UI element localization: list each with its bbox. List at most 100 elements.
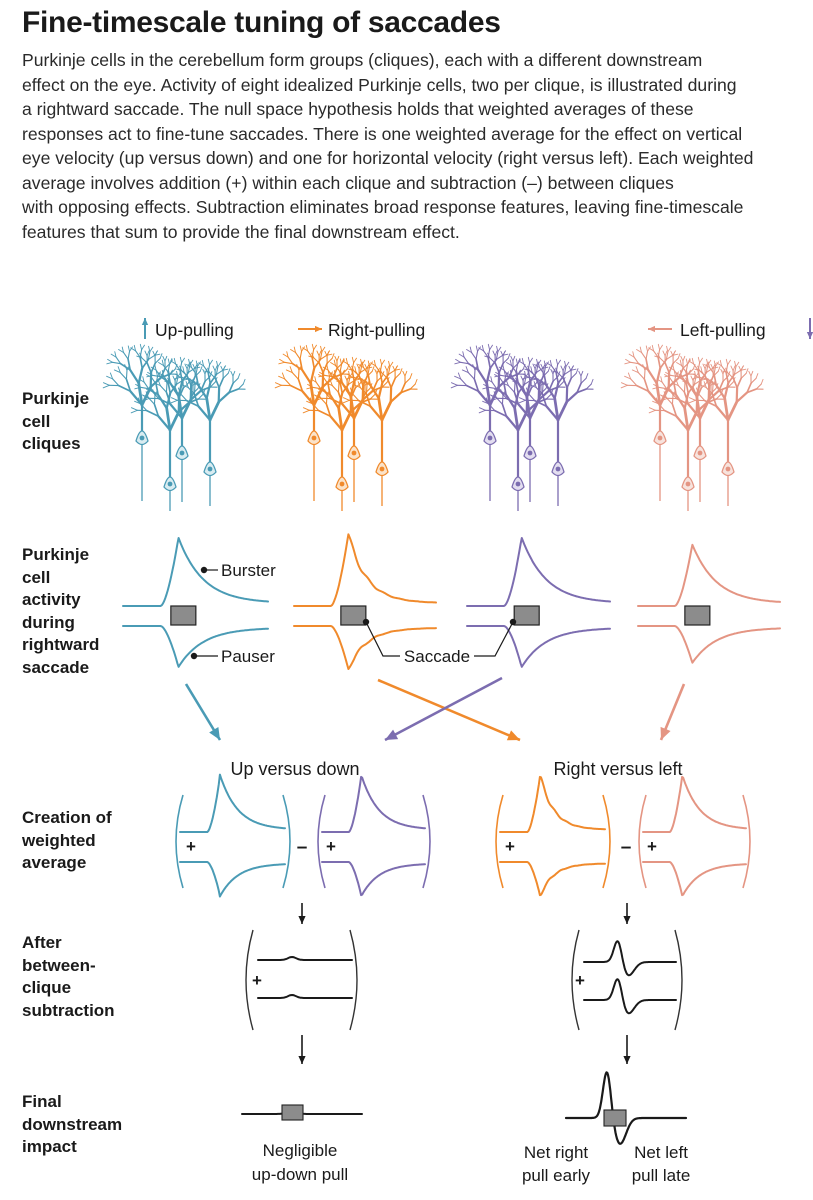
dendrite [305,344,309,352]
dendrite [512,355,516,362]
dendrite [693,373,699,378]
dendrite [658,403,666,412]
dendrite [143,381,150,390]
dendrite [550,368,554,375]
dendrite [198,362,205,367]
dendrite [455,358,461,363]
dendrite [308,355,315,359]
dendrite [580,370,584,377]
dendrite [414,378,418,385]
dendrite [232,377,239,384]
dendrite [627,372,632,380]
dendrite [306,400,314,405]
dendrite [475,358,479,371]
dendrite [404,377,411,384]
dendrite [161,359,164,366]
dendrite [661,381,668,390]
dendrite [218,377,224,389]
saccade-box [281,1104,304,1121]
dendrite [526,368,533,373]
dendrite [673,375,677,385]
dendrite [566,377,572,389]
dendrite [655,397,660,405]
vertical-outcome-line: Negligible [263,1141,338,1160]
dendrite [665,351,669,360]
dendrite [409,383,416,390]
dendrite [560,365,564,372]
dendrite [342,399,350,404]
dendrite [546,362,553,367]
saccade-box [513,605,540,626]
dendrite [359,387,367,395]
dendrite [174,390,182,395]
dendrite [505,415,520,432]
dendrite [706,392,712,404]
dendrite [538,366,545,375]
dendrite [527,362,531,371]
dendrite [202,368,206,375]
dendrite [164,355,168,362]
dendrite [113,369,121,374]
dendrite [351,356,355,364]
dendrite [326,350,330,357]
dendrite [640,351,647,360]
dendrite [359,367,368,373]
dendrite [140,403,148,412]
dendrite [313,344,317,351]
dendrite [510,355,514,362]
dendrite [657,386,668,390]
dendrite [454,375,462,380]
dendrite [570,372,577,379]
dendrite [659,357,666,364]
dendrite [334,355,338,362]
dendrite [505,379,509,387]
dendrite [495,351,499,360]
dendrite [152,350,156,357]
dendrite [409,373,413,379]
dendrite [106,361,113,365]
dendrite [670,350,674,357]
dendrite [672,364,675,371]
dendrite [648,347,655,352]
nucleus [311,435,317,441]
dendrite [740,365,744,372]
dendrite [713,373,717,386]
dendrite [367,365,371,375]
dendrite [513,382,516,393]
dendrite [177,401,191,414]
dendrite [505,371,509,377]
dendrite [707,361,710,368]
dendrite [706,358,709,366]
row-label-line: Final [22,1092,62,1111]
dendrite [568,365,572,372]
biphasic-trace-bottom [583,978,677,1015]
intro-line: a rightward saccade. The null space hypo… [22,99,694,119]
dendrite [673,369,680,378]
dendrite [687,403,702,420]
dendrite [682,380,689,384]
dendrite [547,366,551,372]
nucleus [179,450,185,456]
dendrite [557,372,564,379]
dendrite [625,358,631,363]
dendrite [491,381,498,390]
vertical-comparison-label: Up versus down [230,759,359,779]
dendrite [688,360,695,365]
dendrite [564,360,567,368]
row-label-line: saccade [22,657,90,677]
dendrite [190,380,194,387]
nucleus [351,450,357,456]
dendrite [139,386,150,390]
net-pull-trace [564,1071,688,1145]
dendrite [182,375,186,382]
dendrite [154,350,158,357]
purkinje-cell-icon [688,358,764,506]
dendrite [515,374,519,383]
dendrite [690,375,694,382]
dendrite [563,366,567,375]
dendrite [327,375,331,385]
down-arrow-icon-head [623,916,631,924]
dendrite [722,370,729,374]
dendrite [329,415,344,432]
dendrite [542,379,547,386]
